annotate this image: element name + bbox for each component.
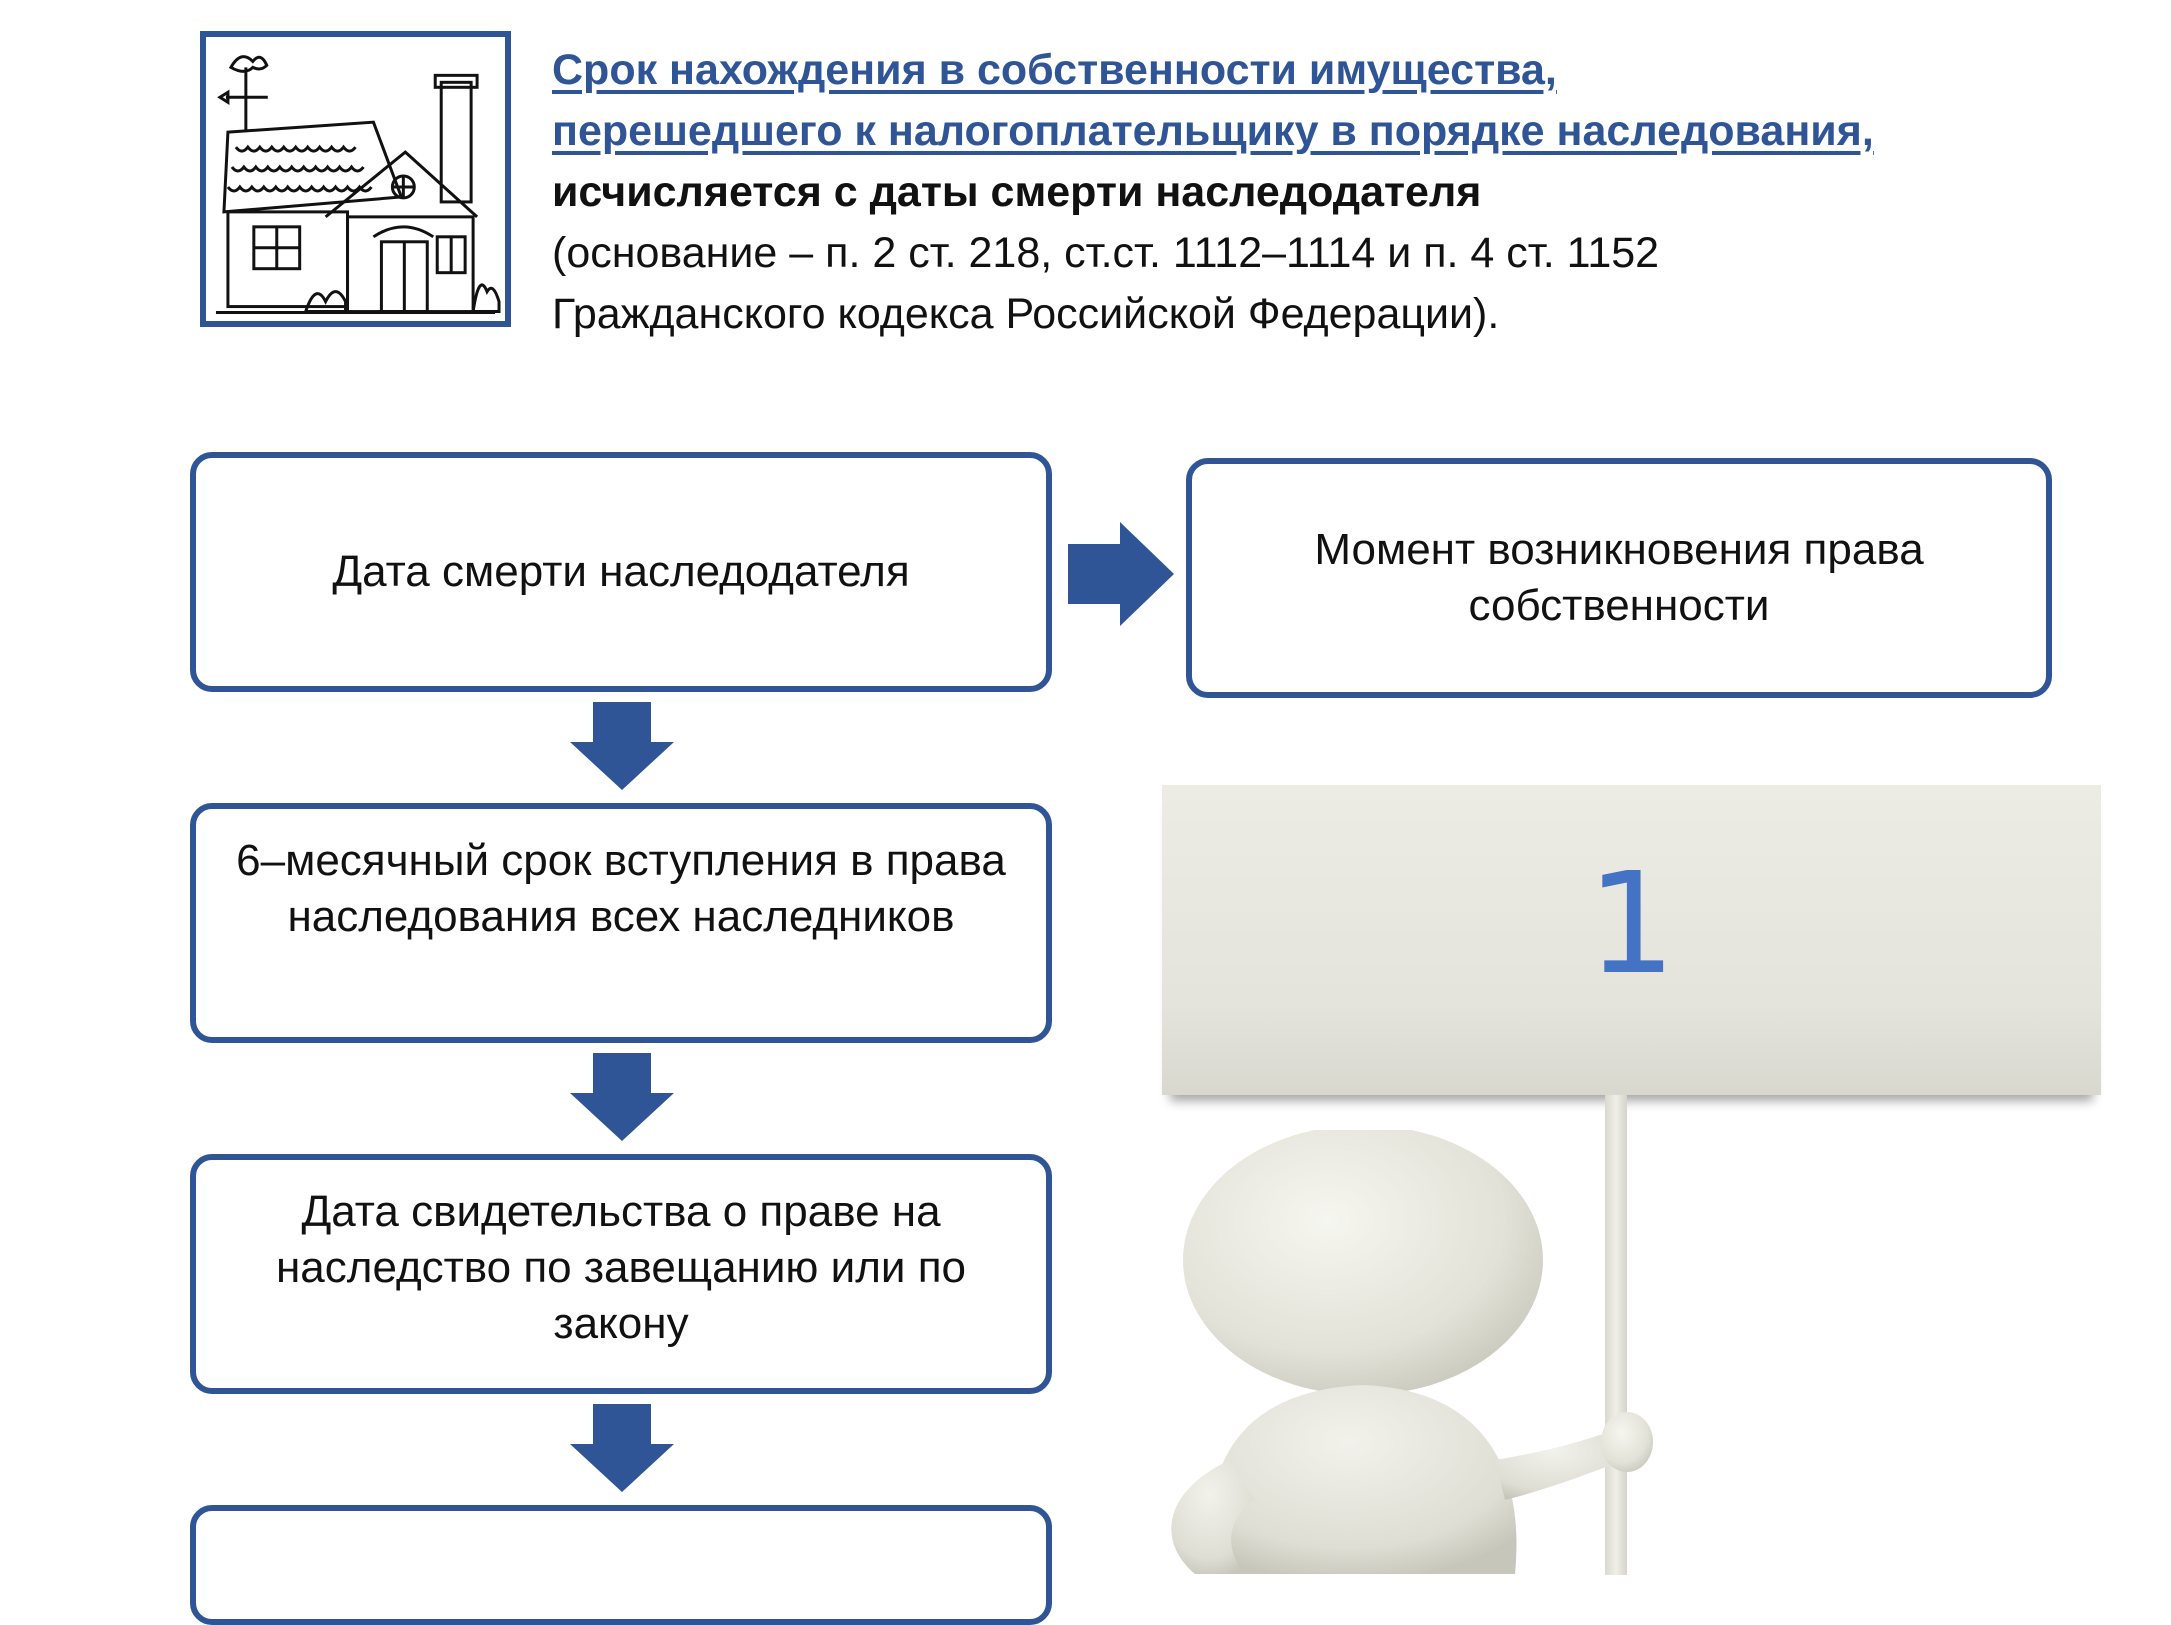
- arrow-down-icon: [570, 1404, 674, 1492]
- box-ownership-line2: собственности: [1468, 581, 1770, 630]
- house-drawing-icon: [215, 55, 501, 315]
- header-bold-line: исчисляется с даты смерти наследодателя: [552, 168, 1482, 216]
- arrow-right-icon: [1068, 522, 1174, 626]
- box-partial-bottom: [190, 1505, 1052, 1625]
- header-basis-line1: (основание – п. 2 ст. 218, ст.ст. 1112–1…: [552, 229, 1660, 277]
- box-certificate-date: Дата свидетельства о праве на наследство…: [190, 1154, 1052, 1394]
- header-text: Срок нахождения в собственности имуществ…: [552, 40, 2112, 345]
- box-six-month-term: 6–месячный срок вступления в права насле…: [190, 803, 1052, 1043]
- sign-number: 1: [1586, 843, 1677, 1006]
- box-six-month-line2: наследования всех наследников: [287, 892, 955, 941]
- header-title-line1[interactable]: Срок нахождения в собственности имуществ…: [552, 46, 1557, 94]
- box-death-date-text: Дата смерти наследодателя: [332, 547, 910, 596]
- box-certificate-line1: Дата свидетельства о праве на: [301, 1187, 941, 1236]
- sign-board: [1162, 785, 2101, 1095]
- box-ownership-line1: Момент возникновения права: [1314, 525, 1924, 574]
- figure-icon: [1171, 1130, 1653, 1574]
- header-title-line2[interactable]: перешедшего к налогоплательщику в порядк…: [552, 107, 1874, 155]
- header-basis-line2: Гражданского кодекса Российской Федераци…: [552, 290, 1500, 338]
- box-certificate-line2: наследство по завещанию или по: [276, 1243, 966, 1292]
- box-death-date: Дата смерти наследодателя: [190, 452, 1052, 692]
- arrow-down-icon: [570, 702, 674, 790]
- box-six-month-line1: 6–месячный срок вступления в права: [236, 836, 1006, 885]
- box-certificate-line3: закону: [553, 1299, 689, 1348]
- box-ownership-moment: Момент возникновения права собственности: [1186, 458, 2052, 698]
- arrow-down-icon: [570, 1053, 674, 1141]
- house-illustration: [200, 31, 511, 327]
